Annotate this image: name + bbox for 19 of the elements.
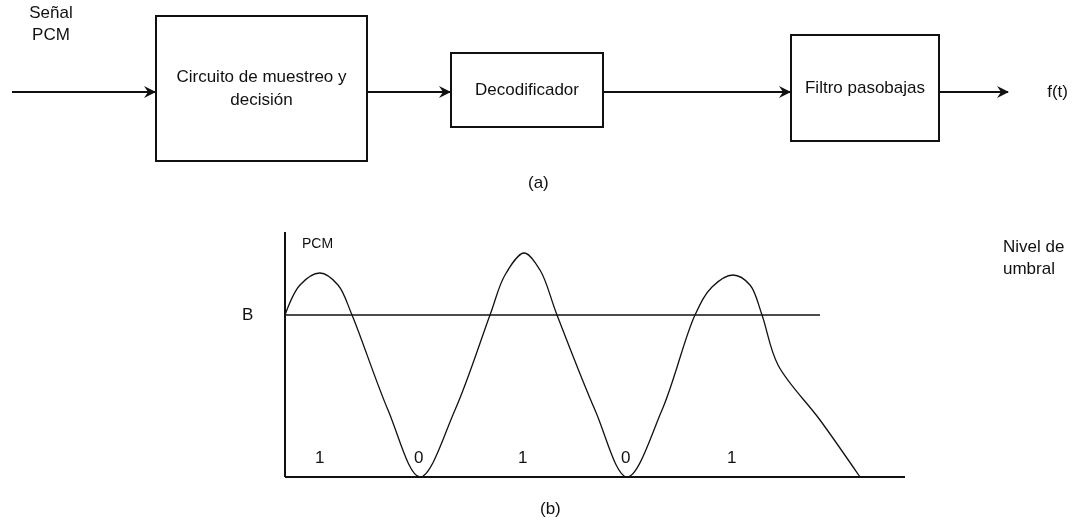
figure-caption: (b): [540, 498, 561, 520]
bit-label: 0: [621, 447, 631, 469]
bit-label: 1: [518, 447, 528, 469]
bit-label: 1: [727, 447, 737, 469]
arrow: [939, 86, 1009, 98]
arrow: [367, 86, 451, 98]
threshold-label: Nivel de umbral: [1003, 236, 1066, 281]
signal-label: Señal PCM: [28, 2, 74, 47]
process-box: Circuito de muestreo y decisión: [155, 15, 368, 162]
arrow: [603, 86, 791, 98]
bit-label: 0: [414, 447, 424, 469]
output-label: f(t): [1008, 78, 1068, 106]
figure-caption: (a): [528, 172, 549, 194]
axis-label: PCM: [302, 234, 334, 253]
level-label: B: [242, 304, 254, 326]
process-box: Filtro pasobajas: [790, 34, 940, 142]
arrow: [11, 86, 156, 98]
process-box: Decodificador: [450, 52, 604, 128]
bit-label: 1: [315, 447, 325, 469]
